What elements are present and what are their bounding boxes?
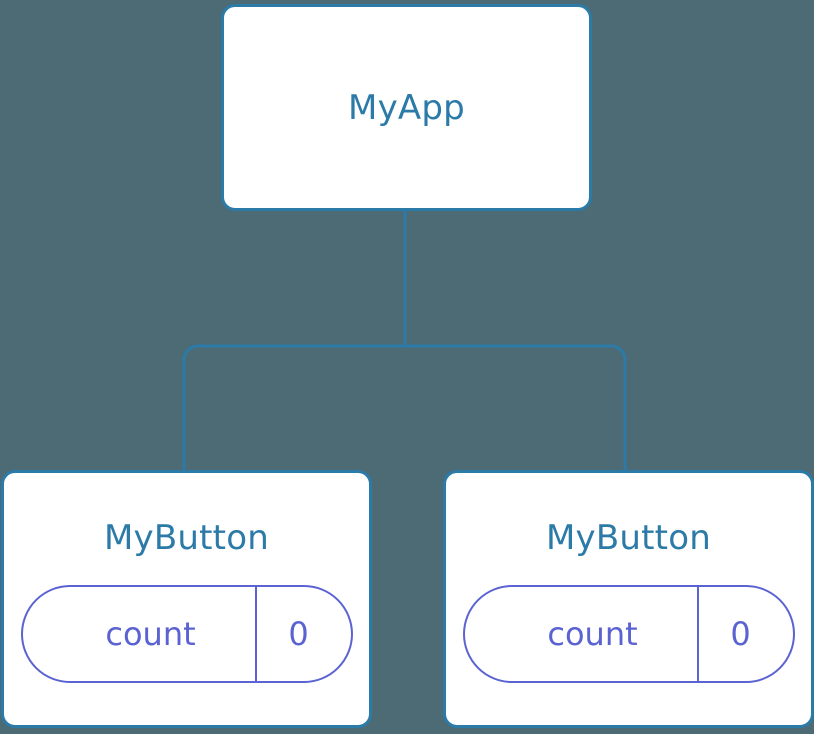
property-value: 0 <box>288 615 309 653</box>
connector-branch-right <box>405 344 627 472</box>
property-key: count <box>105 615 196 653</box>
property-pill[interactable]: count 0 <box>20 585 353 683</box>
node-title-myapp: MyApp <box>348 87 465 128</box>
tree-node-root[interactable]: MyApp <box>221 4 592 211</box>
property-divider <box>696 587 699 681</box>
connector-branch-left <box>182 344 405 472</box>
node-title-mybutton: MyButton <box>546 518 711 558</box>
property-pill[interactable]: count 0 <box>462 585 795 683</box>
tree-node-mybutton-left[interactable]: MyButton count 0 <box>1 470 372 728</box>
property-value: 0 <box>730 615 751 653</box>
property-key: count <box>547 615 638 653</box>
node-title-mybutton: MyButton <box>104 518 269 558</box>
property-divider <box>254 587 257 681</box>
tree-node-mybutton-right[interactable]: MyButton count 0 <box>443 470 814 728</box>
